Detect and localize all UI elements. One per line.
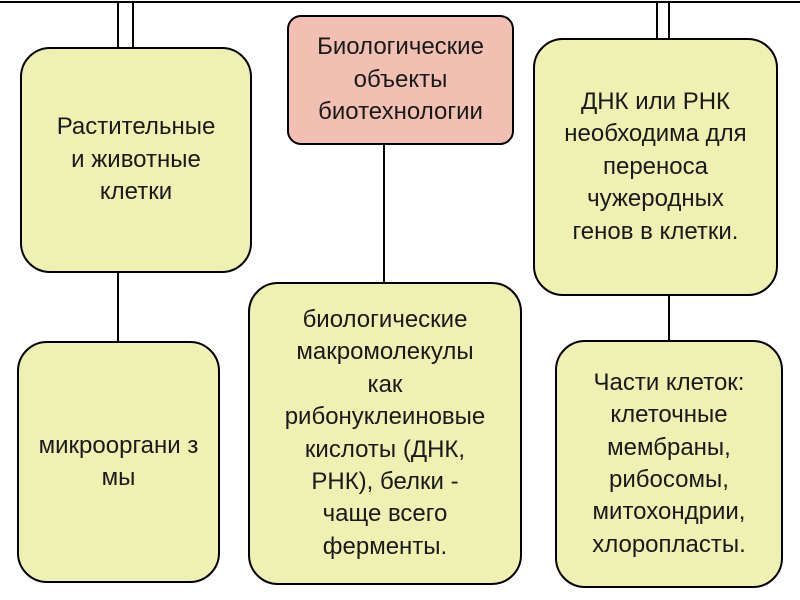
right-top-node: ДНК или РНК необходима для переноса чуже… [533, 38, 778, 296]
middle-bottom-node: биологические макромолекулы как рибонукл… [248, 282, 522, 585]
center-node: Биологические объекты биотехнологии [287, 15, 514, 145]
left-top-node: Растительные и животные клетки [20, 47, 252, 273]
left-bottom-node: микрооргани з мы [17, 341, 220, 583]
right-bottom-node: Части клеток: клеточные мембраны, рибосо… [555, 340, 783, 588]
